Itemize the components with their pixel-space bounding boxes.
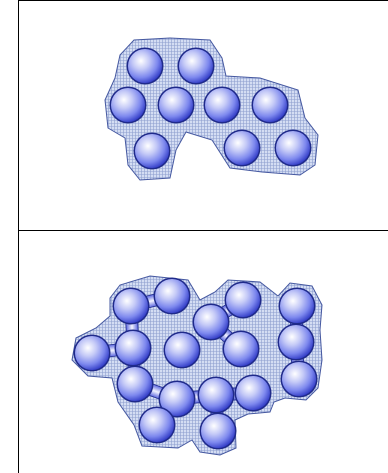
sphere	[127, 48, 164, 85]
sphere	[117, 366, 154, 403]
sphere	[279, 288, 316, 325]
sphere	[204, 87, 241, 124]
sphere	[74, 335, 111, 372]
sphere	[275, 130, 312, 167]
panel-top	[105, 38, 318, 180]
sphere	[178, 48, 215, 85]
sphere	[281, 361, 318, 398]
sphere	[235, 375, 272, 412]
sphere	[139, 407, 176, 444]
sphere	[164, 332, 201, 369]
sphere	[154, 278, 191, 315]
sphere	[198, 377, 235, 414]
sphere	[158, 87, 195, 124]
panel-bottom	[72, 276, 322, 455]
sphere	[115, 330, 152, 367]
sphere	[223, 331, 260, 368]
sphere	[252, 87, 289, 124]
sphere	[224, 130, 261, 167]
sphere	[200, 413, 237, 450]
sphere	[134, 133, 171, 170]
sphere	[193, 304, 230, 341]
sphere	[110, 87, 147, 124]
top-spheres	[110, 48, 312, 170]
sphere	[225, 282, 262, 319]
sphere	[113, 288, 150, 325]
sphere	[278, 324, 315, 361]
